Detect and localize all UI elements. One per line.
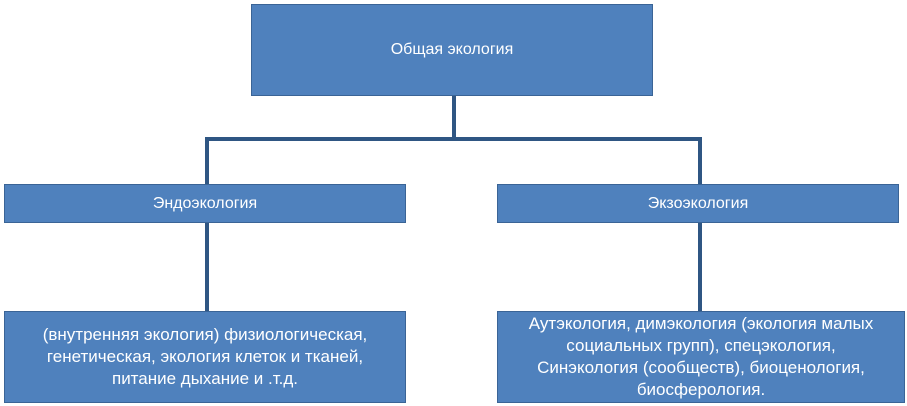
root-node-general-ecology: Общая экология — [251, 4, 653, 96]
branch-node-label: Эндоэкология — [152, 194, 258, 212]
description-line: биосферология. — [636, 380, 766, 399]
description-line: социальных групп), спецэкология, — [566, 336, 836, 355]
description-line: питание дыхание и .т.д. — [111, 369, 298, 388]
branch-node-exoecology: Экзоэкология — [497, 184, 899, 223]
description-line: генетическая, экология клеток и тканей, — [46, 347, 364, 366]
connector-horizontal — [205, 137, 702, 141]
exoecology-description: Аутэкология, димэкология (экология малых… — [497, 311, 905, 403]
description-line: (внутренняя экология) физиологическая, — [42, 325, 368, 344]
description-line: Синэкология (сообществ), биоценология, — [537, 358, 865, 377]
connector-endo-down — [205, 223, 209, 311]
endoecology-description: (внутренняя экология) физиологическая, г… — [4, 311, 406, 403]
connector-root-down — [452, 96, 456, 138]
connector-to-endo — [205, 137, 209, 184]
branch-node-endoecology: Эндоэкология — [4, 184, 406, 223]
branch-node-label: Экзоэкология — [647, 194, 749, 212]
connector-to-exo — [698, 137, 702, 184]
connector-exo-down — [698, 223, 702, 311]
description-line: Аутэкология, димэкология (экология малых — [528, 314, 874, 333]
root-node-label: Общая экология — [390, 41, 514, 58]
